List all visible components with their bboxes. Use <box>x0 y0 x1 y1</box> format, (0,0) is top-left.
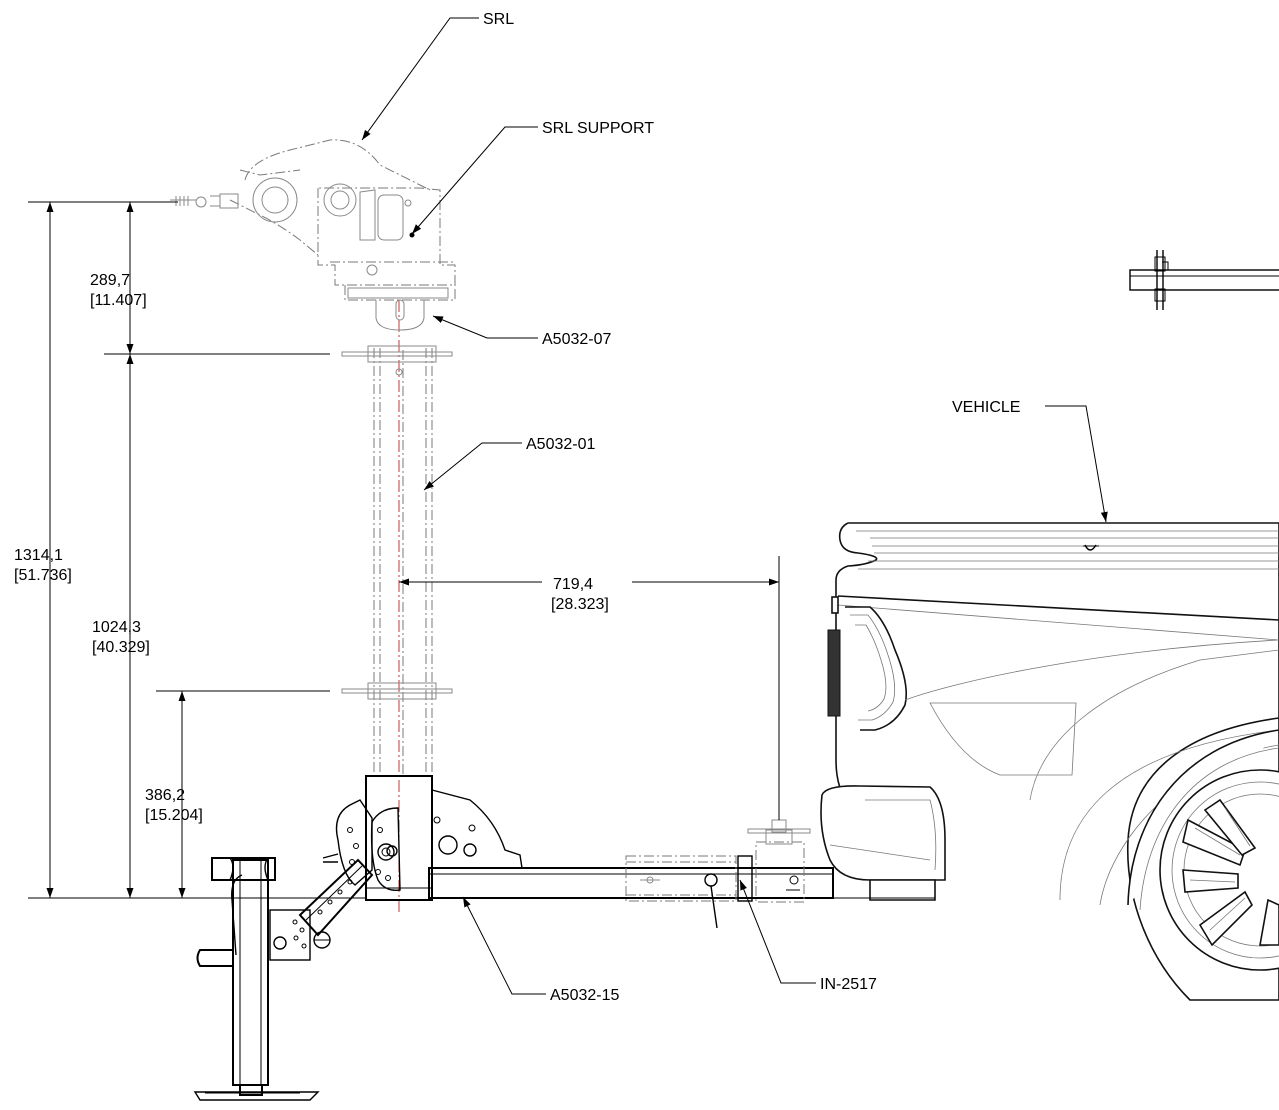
label-srl: SRL <box>483 11 514 28</box>
dim-mast-in: [40.329] <box>92 639 150 656</box>
label-srl-support: SRL SUPPORT <box>542 120 654 137</box>
label-a5032-15: A5032-15 <box>550 987 619 1004</box>
dim-reach-mm: 719,4 <box>553 576 593 593</box>
jack-assembly <box>193 799 401 1101</box>
mast-a5032-01 <box>341 300 453 915</box>
dim-overall-mm: 1314,1 <box>14 547 63 564</box>
dim-overall-in: [51.736] <box>14 567 72 584</box>
leader-lines <box>361 17 1108 995</box>
dim-srl-in: [11.407] <box>90 292 147 309</box>
dimension-lines <box>28 201 780 899</box>
inset-detail-pin <box>1129 250 1279 310</box>
base-socket <box>365 775 523 901</box>
label-a5032-07: A5032-07 <box>542 331 611 348</box>
vehicle-outline <box>820 522 1279 1001</box>
dim-base-in: [15.204] <box>145 807 203 824</box>
dim-reach-in: [28.323] <box>551 596 609 613</box>
dim-base-mm: 386,2 <box>145 787 185 804</box>
label-in-2517: IN-2517 <box>820 976 877 993</box>
dim-mast-mm: 1024,3 <box>92 619 141 636</box>
label-vehicle: VEHICLE <box>952 399 1020 416</box>
srl-support <box>317 183 456 331</box>
label-a5032-01: A5032-01 <box>526 436 595 453</box>
srl-unit <box>170 139 431 256</box>
dim-srl-mm: 289,7 <box>90 272 130 289</box>
